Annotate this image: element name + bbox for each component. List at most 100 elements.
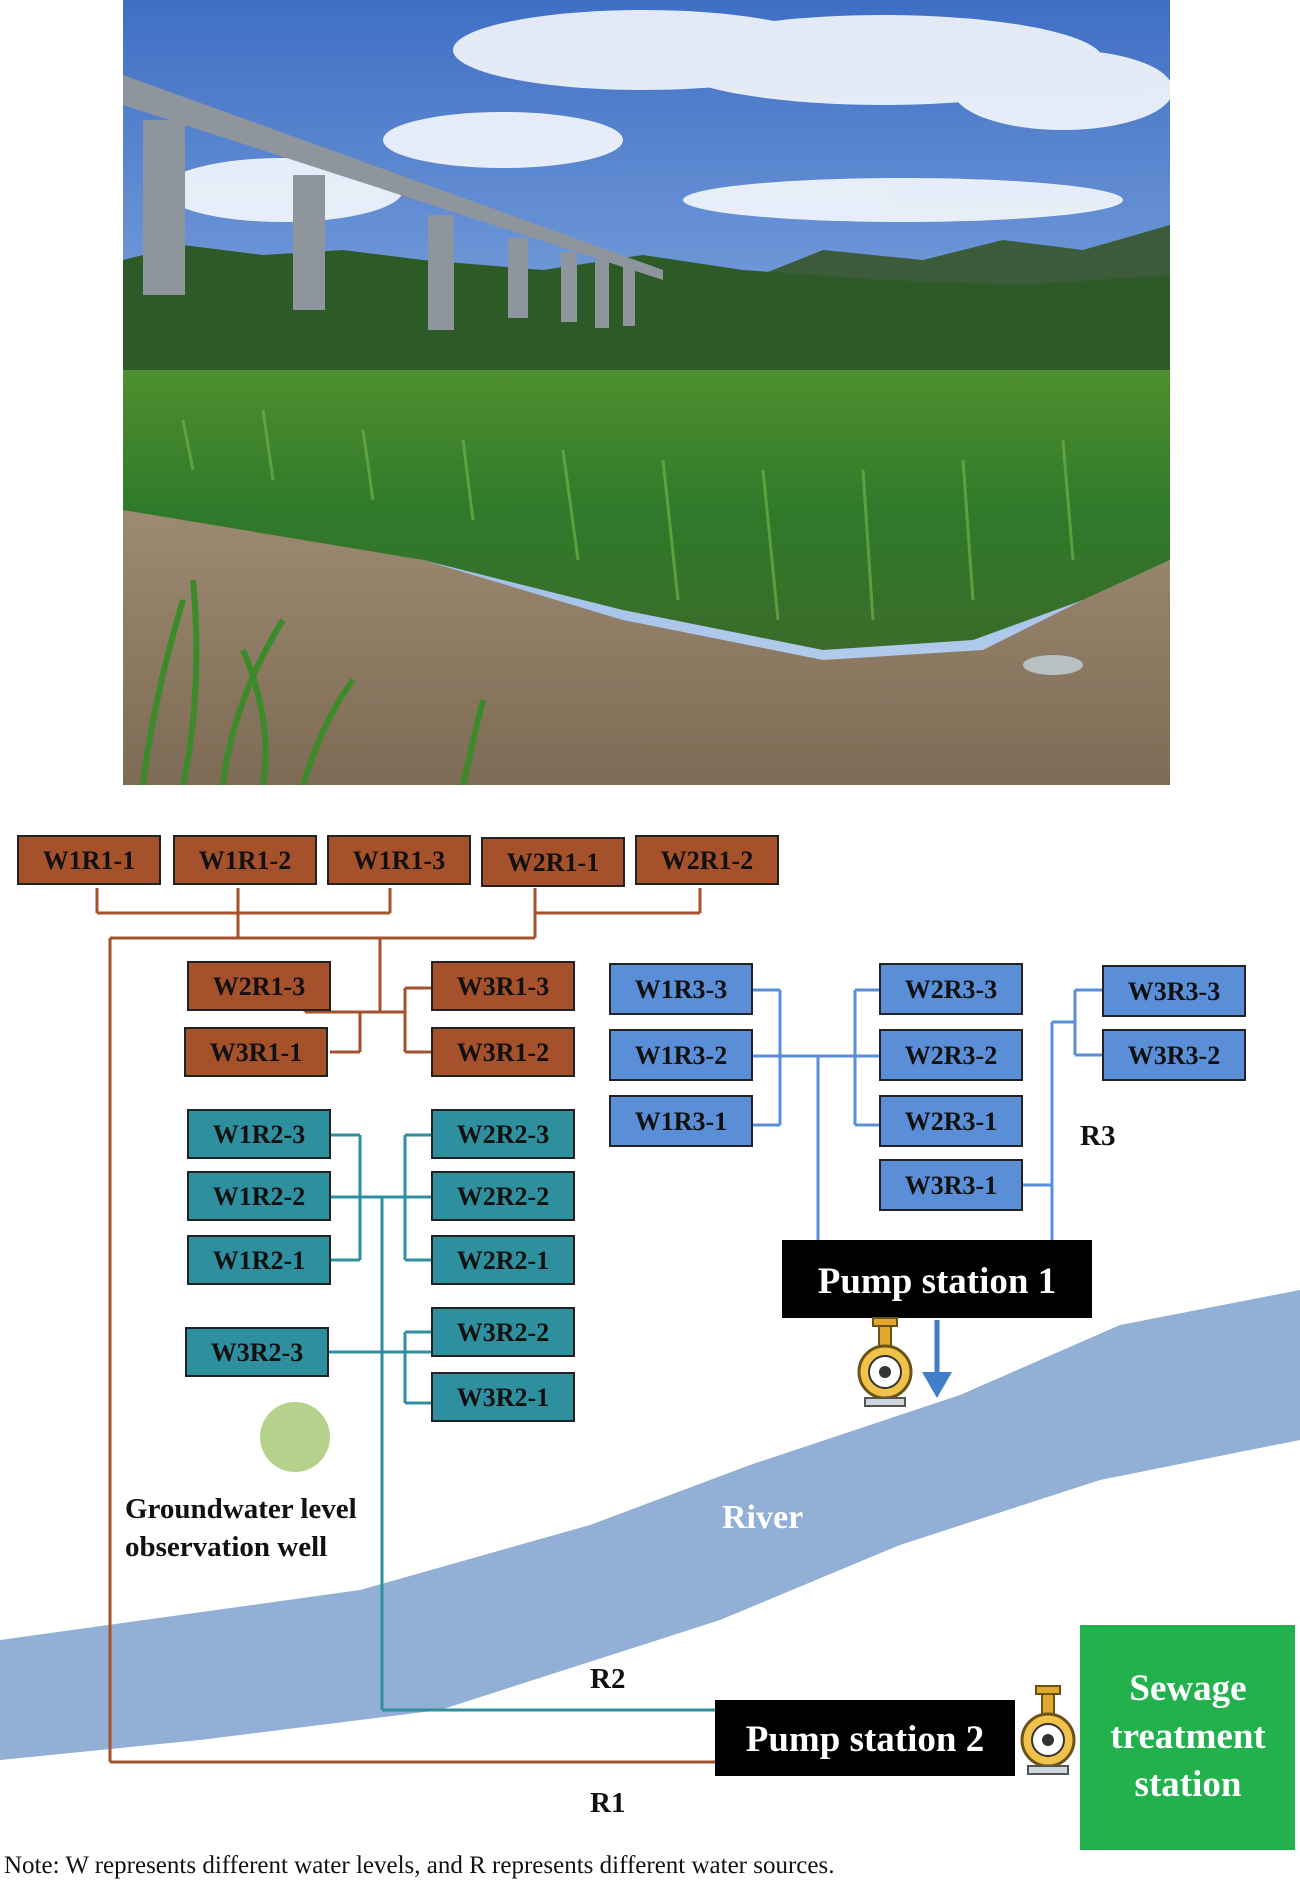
box-rect [431, 1307, 575, 1357]
box-rect [187, 961, 331, 1011]
box-rect [431, 1372, 575, 1422]
sewage-label-line2: treatment [1110, 1716, 1266, 1757]
r2-pipes [328, 1133, 715, 1712]
box-w2r2-1: W2R2-1 [431, 1235, 575, 1285]
r2-label: R2 [590, 1663, 625, 1695]
down-arrow-icon [922, 1320, 952, 1398]
r3-label: R3 [1080, 1120, 1115, 1152]
box-label: W1R2-3 [213, 1120, 305, 1149]
box-rect [1102, 965, 1246, 1017]
river-label: River [722, 1499, 803, 1536]
box-rect [431, 1109, 575, 1159]
pump-station-1-label: Pump station 1 [818, 1261, 1056, 1302]
box-rect [431, 1171, 575, 1221]
box-label: W3R2-2 [457, 1318, 549, 1347]
box-rect [609, 1095, 753, 1147]
box-label: W2R2-2 [457, 1182, 549, 1211]
r3-pipes [752, 988, 1103, 1240]
box-label: W2R3-2 [905, 1041, 997, 1070]
box-rect [327, 835, 471, 885]
box-w3r1-3: W3R1-3 [431, 961, 575, 1011]
pump-station-2 [715, 1700, 1015, 1776]
box-w1r1-1: W1R1-1 [17, 835, 161, 885]
box-w3r3-1: W3R3-1 [879, 1159, 1023, 1211]
box-w2r2-2: W2R2-2 [431, 1171, 575, 1221]
box-rect [879, 1159, 1023, 1211]
box-w1r2-1: W1R2-1 [187, 1235, 331, 1285]
box-label: W1R2-2 [213, 1182, 305, 1211]
well-label-line1: Groundwater level [125, 1493, 357, 1525]
box-w1r1-3: W1R1-3 [327, 835, 471, 885]
box-label: W1R2-1 [213, 1246, 305, 1275]
box-w2r1-2: W2R1-2 [635, 835, 779, 885]
pump-icon [1020, 1685, 1076, 1775]
box-label: W2R1-3 [213, 972, 305, 1001]
box-w2r2-3: W2R2-3 [431, 1109, 575, 1159]
box-rect [635, 835, 779, 885]
box-label: W3R3-3 [1128, 977, 1220, 1006]
box-label: W1R3-2 [635, 1041, 727, 1070]
box-label: W3R1-2 [457, 1038, 549, 1067]
groundwater-well-marker [260, 1402, 330, 1472]
box-label: W2R1-2 [661, 846, 753, 875]
box-w3r1-2: W3R1-2 [431, 1027, 575, 1077]
box-w3r1-1: W3R1-1 [184, 1027, 328, 1077]
box-w1r1-2: W1R1-2 [173, 835, 317, 885]
figure-note: Note: W represents different water level… [4, 1852, 835, 1879]
box-w3r2-3: W3R2-3 [185, 1327, 329, 1377]
r1-label: R1 [590, 1787, 625, 1819]
well-label-line2: observation well [125, 1531, 327, 1563]
box-w3r3-3: W3R3-3 [1102, 965, 1246, 1017]
box-label: W2R1-1 [507, 848, 599, 877]
box-label: W3R1-1 [210, 1038, 302, 1067]
box-label: W1R1-2 [199, 846, 291, 875]
box-label: W3R2-1 [457, 1383, 549, 1412]
box-w1r3-1: W1R3-1 [609, 1095, 753, 1147]
box-rect [431, 1235, 575, 1285]
box-rect [879, 1029, 1023, 1081]
box-rect [187, 1171, 331, 1221]
box-label: W2R3-1 [905, 1107, 997, 1136]
box-label: W1R3-1 [635, 1107, 727, 1136]
box-rect [184, 1027, 328, 1077]
pump-icon [857, 1317, 913, 1407]
box-rect [173, 835, 317, 885]
box-rect [609, 963, 753, 1015]
box-w1r3-3: W1R3-3 [609, 963, 753, 1015]
r1-pipes [95, 888, 715, 1764]
box-label: W2R2-3 [457, 1120, 549, 1149]
pump-station-1 [782, 1240, 1092, 1318]
box-w2r3-2: W2R3-2 [879, 1029, 1023, 1081]
box-rect [481, 837, 625, 887]
box-w2r1-1: W2R1-1 [481, 837, 625, 887]
paddy-field-photo [123, 0, 1170, 785]
sewage-treatment-station [1080, 1625, 1295, 1850]
box-label: W1R1-1 [43, 846, 135, 875]
box-rect [879, 963, 1023, 1015]
box-rect [185, 1327, 329, 1377]
box-label: W3R3-2 [1128, 1041, 1220, 1070]
box-rect [879, 1095, 1023, 1147]
box-label: W3R1-3 [457, 972, 549, 1001]
sewage-label-line3: station [1135, 1764, 1242, 1805]
box-w1r3-2: W1R3-2 [609, 1029, 753, 1081]
box-label: W2R3-3 [905, 975, 997, 1004]
box-rect [187, 1109, 331, 1159]
box-rect [431, 1027, 575, 1077]
river [0, 1290, 1300, 1760]
box-w1r2-2: W1R2-2 [187, 1171, 331, 1221]
box-w2r1-3: W2R1-3 [187, 961, 331, 1011]
box-rect [431, 961, 575, 1011]
box-rect [609, 1029, 753, 1081]
box-label: W1R3-3 [635, 975, 727, 1004]
box-label: W3R2-3 [211, 1338, 303, 1367]
sewage-label-line1: Sewage [1129, 1668, 1246, 1709]
box-w3r2-2: W3R2-2 [431, 1307, 575, 1357]
box-label: W2R2-1 [457, 1246, 549, 1275]
pump-station-2-label: Pump station 2 [746, 1719, 984, 1760]
box-w2r3-1: W2R3-1 [879, 1095, 1023, 1147]
box-rect [187, 1235, 331, 1285]
box-rect [17, 835, 161, 885]
box-w1r2-3: W1R2-3 [187, 1109, 331, 1159]
